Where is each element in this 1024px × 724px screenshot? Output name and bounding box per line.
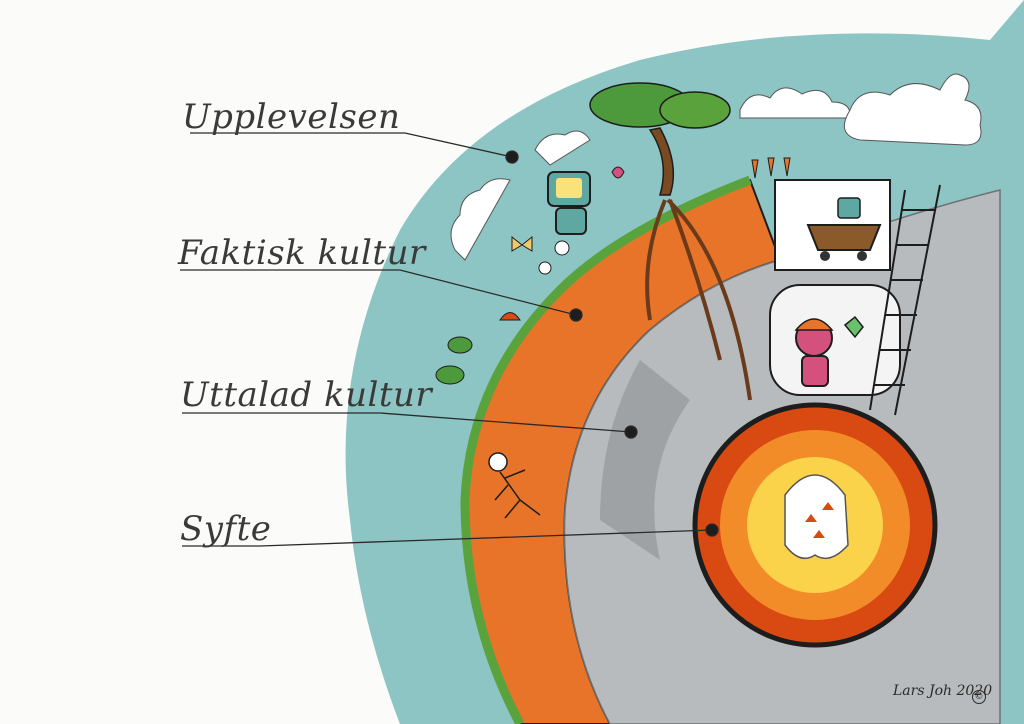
leader-dot-purpose	[705, 523, 719, 537]
mine-cart-icon	[806, 197, 882, 261]
label-stated-culture: Uttalad kultur	[180, 375, 433, 415]
robot-icon	[547, 166, 625, 235]
leader-line-purpose	[182, 529, 713, 547]
tree-icon	[589, 82, 752, 401]
skeleton-icon	[488, 452, 541, 519]
leader-dot-stated-culture	[624, 425, 638, 439]
grass-edge	[460, 175, 752, 724]
label-experience: Upplevelsen	[182, 97, 401, 137]
ladder-icon	[869, 184, 941, 416]
carrot-icon	[751, 157, 791, 179]
plant-icon	[435, 336, 473, 385]
butterfly-icon	[511, 235, 533, 252]
thumbs-up-cloud-icon	[843, 73, 982, 146]
leader-lines	[180, 132, 719, 547]
copyright-mark: ©	[972, 690, 986, 704]
flower-icon	[538, 240, 570, 275]
miner-robot-icon	[794, 315, 864, 387]
leader-dot-actual-culture	[569, 308, 583, 322]
rock-shading	[600, 360, 690, 560]
mushroom-icon	[499, 312, 521, 321]
label-purpose: Syfte	[180, 509, 272, 549]
artist-signature: Lars Joh 2020	[893, 683, 993, 699]
leader-dot-experience	[505, 150, 519, 164]
cloud-icon	[450, 87, 851, 261]
leader-line-stated-culture	[182, 412, 632, 433]
leader-line-experience	[190, 132, 513, 158]
flame-face-icon	[784, 474, 849, 560]
tree-roots	[645, 198, 752, 401]
leader-line-actual-culture	[180, 269, 577, 316]
label-actual-culture: Faktisk kultur	[178, 233, 426, 273]
